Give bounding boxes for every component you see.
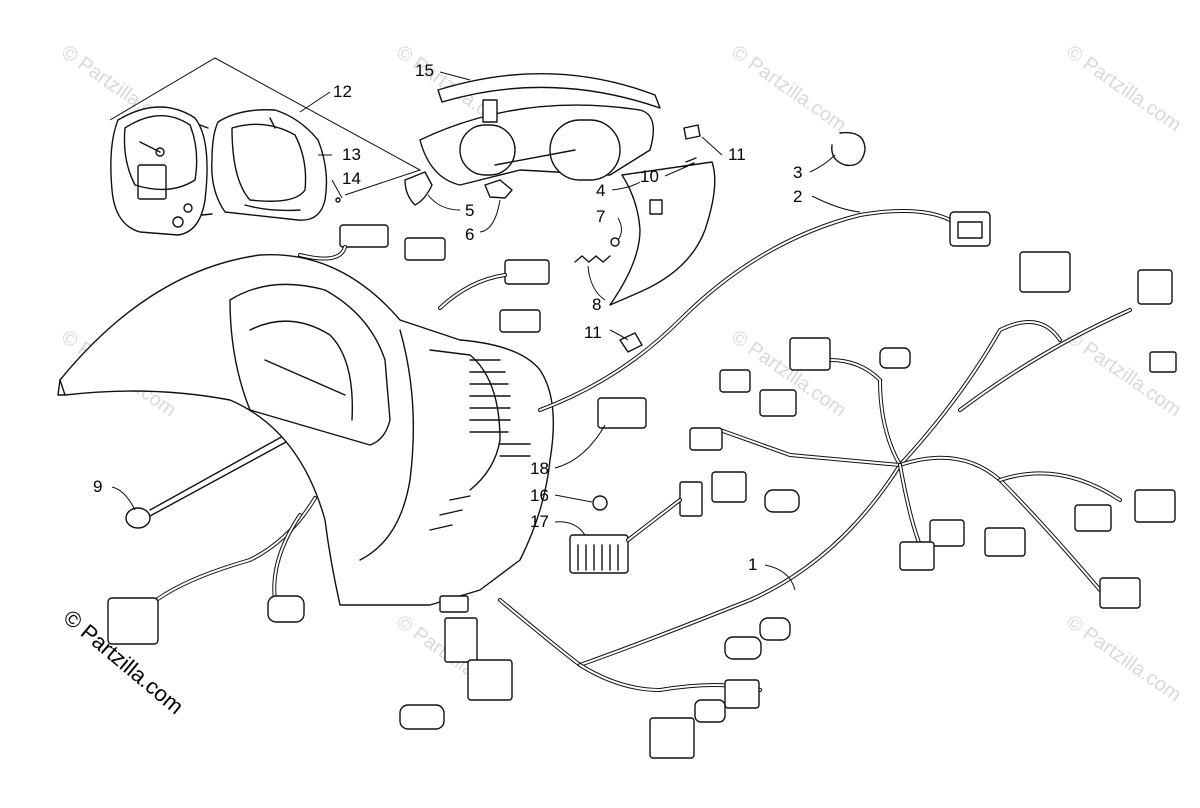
upper-connectors [298, 224, 550, 333]
callout-15: 15 [415, 61, 434, 80]
harness-1 [498, 308, 1132, 693]
spring-8 [574, 255, 611, 263]
headlight-assembly [419, 99, 654, 186]
leader-lines [111, 71, 861, 591]
callout-9: 9 [93, 477, 102, 496]
clip-11-bottom [619, 332, 643, 353]
nut-7 [610, 237, 620, 247]
gauge-housing [211, 109, 328, 221]
callout-18: 18 [530, 459, 549, 478]
screw-10 [683, 157, 697, 168]
callout-17: 17 [530, 512, 549, 531]
callouts: 15 12 13 14 5 6 4 7 8 11 10 11 3 2 9 18 … [93, 61, 802, 574]
callout-8: 8 [592, 295, 601, 314]
watermark: © Partzilla.com [1062, 326, 1185, 421]
callout-4: 4 [596, 181, 605, 200]
bulb-5 [404, 171, 433, 206]
screw-14 [335, 197, 341, 203]
instrument-group-bracket [109, 57, 422, 196]
clamp-3 [831, 131, 866, 167]
hood-body [57, 253, 554, 606]
callout-3: 3 [793, 163, 802, 182]
callout-5: 5 [465, 201, 474, 220]
callout-10: 10 [640, 167, 659, 186]
watermark: © Partzilla.com [1062, 611, 1185, 706]
watermark: © Partzilla.com [1062, 41, 1185, 136]
callout-16: 16 [530, 486, 549, 505]
gauge-assembly [110, 106, 213, 236]
latch [649, 199, 663, 215]
module-17 [569, 498, 682, 574]
callout-12: 12 [333, 82, 352, 101]
connectors [399, 251, 1177, 759]
clip-11-top [683, 124, 701, 140]
cover-4 [609, 161, 716, 306]
callout-1: 1 [748, 555, 757, 574]
callout-7: 7 [596, 207, 605, 226]
watermark: © Partzilla.com [727, 41, 850, 136]
nut-16 [592, 495, 608, 511]
left-harness [107, 496, 317, 645]
callout-11-top: 11 [728, 145, 746, 164]
callout-6: 6 [465, 225, 474, 244]
socket-6 [484, 179, 513, 199]
callout-13: 13 [342, 145, 361, 164]
trim-strip [437, 73, 661, 109]
callout-11-bottom: 11 [584, 323, 602, 342]
callout-2: 2 [793, 187, 802, 206]
harness-2 [538, 209, 991, 412]
callout-14: 14 [342, 169, 361, 188]
